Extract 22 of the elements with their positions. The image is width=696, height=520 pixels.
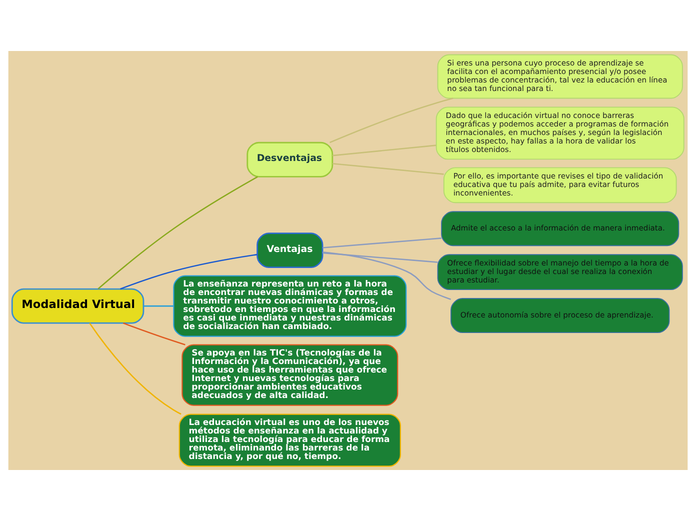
node-box: Modalidad Virtual: [11, 288, 144, 324]
node-box: Dado que la educación virtual no conoce barreras geográficas y podemos acceder a programas de formación internacionales, en muchos países y, según la legislación en este aspecto, hay fallas a la hora de validar los títulos obtenidos.: [436, 106, 684, 160]
connector: [332, 162, 444, 174]
node-box: Si eres una persona cuyo proceso de aprendizaje se facilita con el acompañamiento presencial y/o posee problemas de concentración, tal vez la educación en línea no sea tan funcional para ti.: [437, 54, 683, 98]
node-box: Desventajas: [246, 141, 334, 177]
connector: [144, 304, 174, 306]
connector: [89, 322, 182, 414]
node-box: La educación virtual es uno de los nuevos métodos de enseñanza en la actualidad y utiliza la tecnología para educar de forma remota, eliminando las barreras de la distancia y, por qué no, tiempo.: [178, 413, 401, 466]
connector: [98, 176, 258, 289]
connector: [332, 144, 436, 156]
connector: [322, 252, 438, 262]
connector: [322, 237, 442, 248]
connector: [322, 250, 452, 300]
connector: [120, 253, 258, 290]
node-box: Ofrece autonomía sobre el proceso de aprendizaje.: [450, 298, 670, 333]
connector: [122, 322, 186, 345]
node-box: Admite el acceso a la información de manera inmediata.: [441, 210, 680, 246]
node-box: Ventajas: [256, 232, 324, 268]
node-box: La enseñanza representa un reto a la hora de encontrar nuevas dinámicas y formas de transmitir nuestro conocimiento a otros, sobretodo en tiempos en que la información es casi que inmediata y nuestras dinámicas de socialización han cambiado.: [173, 274, 407, 336]
node-box: Ofrece flexibilidad sobre el manejo del tiempo a la hora de estudiar y el lugar desde el cual se realiza la conexión para estudiar.: [437, 254, 683, 290]
node-box: Por ello, es importante que revises el tipo de validación educativa que tu país admite, para evitar futuros inconvenientes.: [443, 166, 677, 203]
node-box: Se apoya en las TIC's (Tecnologías de la Información y la Comunicación), ya que hace uso de las herramientas que ofrece Internet y nuevas tecnologías para proporcionar ambientes educativos adecuados y de alta calidad.: [182, 344, 398, 406]
